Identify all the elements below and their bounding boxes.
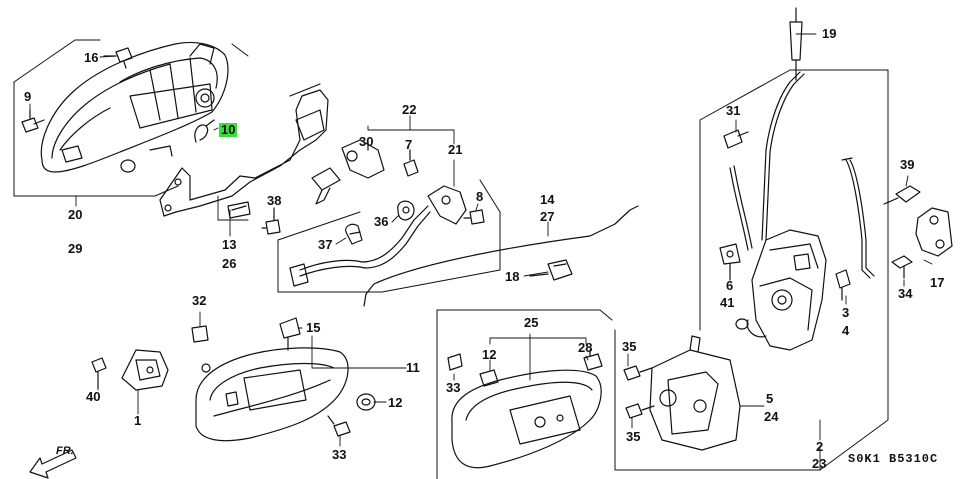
callout-1: 1 <box>134 413 142 428</box>
callout-36: 36 <box>374 214 389 229</box>
screw-39-drawing <box>883 185 921 205</box>
rod-14-drawing <box>363 205 639 307</box>
callout-14: 14 <box>540 192 555 207</box>
cap-12-drawing <box>356 393 376 411</box>
callout-16: 16 <box>84 50 99 65</box>
latch-group-frame <box>614 69 889 471</box>
screw-8-drawing <box>463 209 485 225</box>
callout-29: 29 <box>68 241 83 256</box>
clip-small-drawing <box>201 363 211 373</box>
front-direction-label: FR. <box>56 445 74 457</box>
callout-40: 40 <box>86 389 101 404</box>
callout-7: 7 <box>405 137 413 152</box>
callout-4: 4 <box>842 323 850 338</box>
clip-10-drawing <box>194 119 215 143</box>
clip-36-drawing <box>397 200 415 221</box>
callout-33: 33 <box>332 447 347 462</box>
callout-12-inner: 12 <box>482 347 497 362</box>
screw-31-drawing <box>723 129 749 149</box>
callout-10-highlighted: 10 <box>219 122 238 137</box>
callout-39: 39 <box>900 157 915 172</box>
callout-6: 6 <box>726 278 734 293</box>
callout-9: 9 <box>24 89 32 104</box>
callout-5: 5 <box>766 391 774 406</box>
screw-34-drawing <box>891 255 913 279</box>
front-direction-arrow <box>29 449 77 479</box>
callout-30: 30 <box>359 134 374 149</box>
callout-18: 18 <box>505 269 520 284</box>
lock-cylinder-frame <box>277 179 501 293</box>
callout-21: 21 <box>448 142 463 157</box>
inner-handle-group-frame <box>436 309 613 479</box>
outer-handle-group-frame <box>13 39 249 197</box>
clip-28-drawing <box>583 349 603 371</box>
callout-2: 2 <box>816 439 824 454</box>
screw-35a-drawing <box>623 365 653 381</box>
latch-rods-drawing <box>729 157 875 279</box>
screw-35b-drawing <box>625 403 655 419</box>
callout-8: 8 <box>476 189 484 204</box>
leader-lines <box>29 33 933 471</box>
lock-rod-21-drawing <box>289 185 467 287</box>
bracket-clip-drawing <box>227 201 251 219</box>
callout-37: 37 <box>318 237 333 252</box>
lock-cylinder-drawing <box>311 139 385 205</box>
clip-12b-drawing <box>479 369 499 387</box>
rod-19-drawing <box>761 7 805 241</box>
diagram-code: S0K1 B5310C <box>848 452 939 466</box>
callout-28: 28 <box>578 340 593 355</box>
callout-23: 23 <box>812 456 827 471</box>
callout-26: 26 <box>222 256 237 271</box>
outer-handle-drawing <box>40 41 229 173</box>
door-latch-drawing <box>735 229 827 351</box>
callout-35-lower: 35 <box>626 429 641 444</box>
clip-16-drawing <box>103 47 133 69</box>
clip-37-drawing <box>345 223 363 245</box>
clip-7-drawing <box>403 149 419 177</box>
callout-3: 3 <box>842 305 850 320</box>
screw-38-drawing <box>261 207 281 235</box>
callout-19: 19 <box>822 26 837 41</box>
callout-31: 31 <box>726 103 741 118</box>
inner-handle-25-drawing <box>451 369 602 469</box>
callout-27: 27 <box>540 209 555 224</box>
clip-18-drawing <box>529 259 573 281</box>
grommet-drawing <box>120 159 136 173</box>
striker-17-drawing <box>915 207 953 257</box>
screw-33b-drawing <box>447 353 463 371</box>
inner-handle-11-drawing <box>195 347 349 442</box>
callout-34: 34 <box>898 286 913 301</box>
callout-25: 25 <box>524 315 539 330</box>
callout-12: 12 <box>388 395 403 410</box>
callout-20: 20 <box>68 207 83 222</box>
callout-35-upper: 35 <box>622 339 637 354</box>
callout-38: 38 <box>267 193 282 208</box>
callout-11: 11 <box>406 360 420 375</box>
door-actuator-drawing <box>649 335 741 451</box>
callout-22: 22 <box>402 102 417 117</box>
clip-32-drawing <box>191 325 209 343</box>
callout-17: 17 <box>930 275 945 290</box>
screw-40-drawing <box>91 357 107 389</box>
handle-bracket-drawing <box>159 83 329 217</box>
callout-33-inner: 33 <box>446 380 461 395</box>
callout-15: 15 <box>306 320 321 335</box>
bracket-1-drawing <box>121 349 169 391</box>
callout-32: 32 <box>192 293 207 308</box>
clip-3-drawing <box>835 269 851 301</box>
clip-15-drawing <box>279 317 301 351</box>
callout-13: 13 <box>222 237 237 252</box>
screw-33a-drawing <box>327 415 351 437</box>
screw-9-drawing <box>21 109 45 133</box>
callout-24: 24 <box>764 409 779 424</box>
callout-41: 41 <box>720 295 735 310</box>
